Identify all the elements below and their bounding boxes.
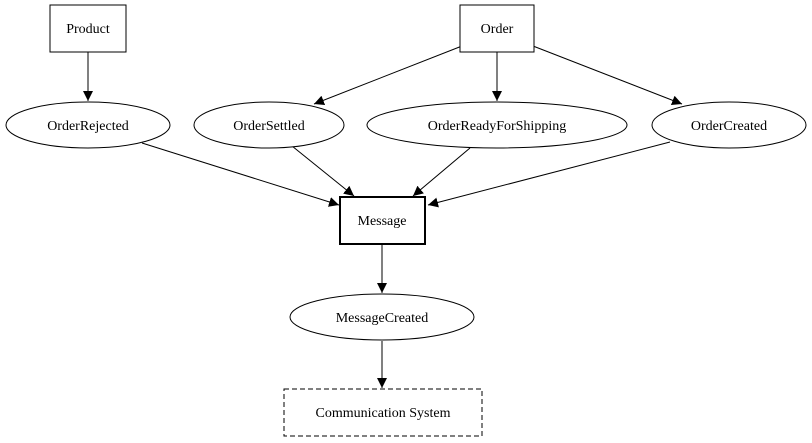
edge-order-ordercreated bbox=[532, 45, 683, 106]
edge-orderreadyforshipping-message bbox=[412, 147, 471, 197]
message-box bbox=[339, 196, 426, 245]
edges bbox=[83, 45, 683, 388]
order-created-ellipse bbox=[651, 101, 807, 149]
order-rejected-label: OrderRejected bbox=[47, 119, 129, 134]
edge-ordercreated-message bbox=[427, 141, 671, 208]
node-product[interactable]: Product bbox=[49, 4, 127, 53]
edge-orderrejected-message bbox=[141, 142, 340, 207]
order-box bbox=[459, 4, 535, 53]
node-order-settled[interactable]: OrderSettled bbox=[193, 101, 345, 149]
node-message-created[interactable]: MessageCreated bbox=[289, 293, 475, 341]
edge-order-ordersettled bbox=[313, 45, 463, 106]
node-order[interactable]: Order bbox=[459, 4, 535, 53]
communication-system-box bbox=[283, 388, 483, 437]
node-order-created[interactable]: OrderCreated bbox=[651, 101, 807, 149]
message-label: Message bbox=[358, 214, 407, 229]
message-created-label: MessageCreated bbox=[336, 311, 429, 326]
order-rejected-ellipse bbox=[5, 101, 171, 149]
product-box bbox=[49, 4, 127, 53]
message-created-ellipse bbox=[289, 293, 475, 341]
product-label: Product bbox=[66, 22, 110, 37]
node-order-rejected[interactable]: OrderRejected bbox=[5, 101, 171, 149]
order-settled-ellipse bbox=[193, 101, 345, 149]
node-order-ready-for-shipping[interactable]: OrderReadyForShipping bbox=[366, 101, 628, 149]
order-ready-for-shipping-label: OrderReadyForShipping bbox=[428, 119, 566, 134]
communication-system-label: Communication System bbox=[316, 406, 451, 421]
order-settled-label: OrderSettled bbox=[233, 119, 305, 134]
edge-ordersettled-message bbox=[291, 145, 355, 197]
order-label: Order bbox=[481, 22, 514, 37]
node-message[interactable]: Message bbox=[339, 196, 426, 245]
order-created-label: OrderCreated bbox=[691, 119, 767, 134]
node-communication-system[interactable]: Communication System bbox=[283, 388, 483, 437]
order-ready-for-shipping-ellipse bbox=[366, 101, 628, 149]
